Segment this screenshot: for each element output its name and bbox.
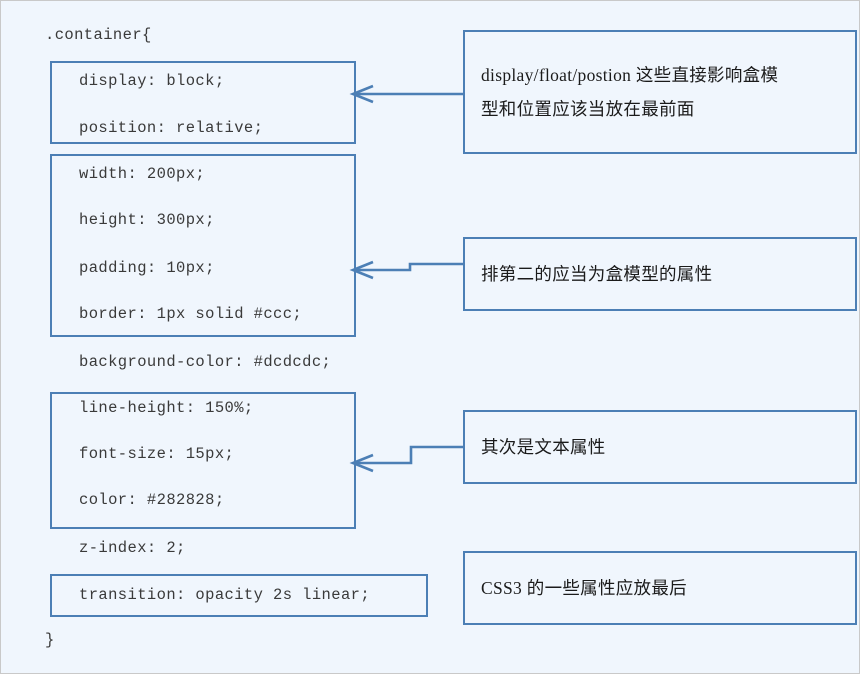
code-line-width: width: 200px; xyxy=(79,165,206,183)
note-boxmodel-line-1: 排第二的应当为盒模型的属性 xyxy=(481,264,713,284)
code-line-position: position: relative; xyxy=(79,119,264,137)
code-selector-open: .container{ xyxy=(45,26,152,44)
code-group-css3-box xyxy=(50,574,428,617)
note-boxmodel: 排第二的应当为盒模型的属性 xyxy=(463,237,857,311)
code-selector-close: } xyxy=(45,631,55,649)
code-line-font-size: font-size: 15px; xyxy=(79,445,235,463)
code-line-height: height: 300px; xyxy=(79,211,215,229)
note-css3-line-1: CSS3 的一些属性应放最后 xyxy=(481,578,687,598)
note-display-line-2: 型和位置应该当放在最前面 xyxy=(481,99,695,119)
note-text: 其次是文本属性 xyxy=(463,410,857,484)
code-line-transition: transition: opacity 2s linear; xyxy=(79,586,371,604)
note-display: display/float/postion 这些直接影响盒模 型和位置应该当放在… xyxy=(463,30,857,154)
note-display-line-1: display/float/postion 这些直接影响盒模 xyxy=(481,65,779,85)
code-line-line-height: line-height: 150%; xyxy=(79,399,254,417)
note-css3: CSS3 的一些属性应放最后 xyxy=(463,551,857,625)
code-line-color: color: #282828; xyxy=(79,491,225,509)
code-line-background-color: background-color: #dcdcdc; xyxy=(79,353,332,371)
code-line-border: border: 1px solid #ccc; xyxy=(79,305,303,323)
code-line-display: display: block; xyxy=(79,72,225,90)
note-display-text-wrap: display/float/postion 这些直接影响盒模 型和位置应该当放在… xyxy=(481,58,778,126)
note-text-line-1: 其次是文本属性 xyxy=(481,437,606,457)
connector-arrow-boxmodel xyxy=(349,260,465,280)
connector-arrow-text xyxy=(349,445,465,473)
code-group-boxmodel-box xyxy=(50,154,356,337)
code-line-z-index: z-index: 2; xyxy=(79,539,186,557)
connector-arrow-display xyxy=(349,84,465,104)
code-line-padding: padding: 10px; xyxy=(79,259,215,277)
